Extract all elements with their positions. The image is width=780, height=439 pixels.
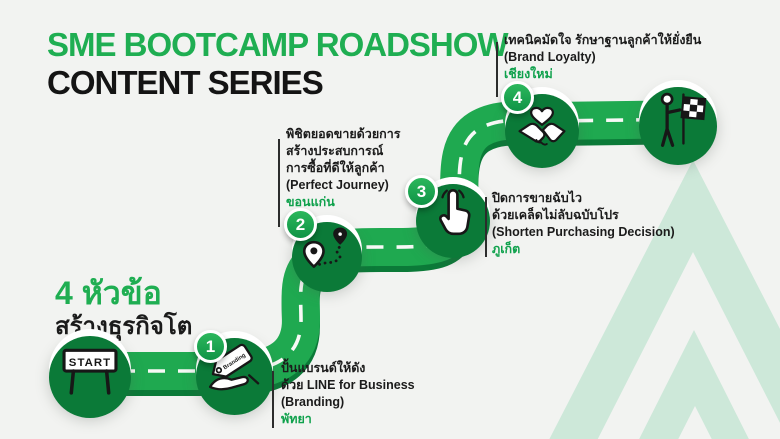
milestone-2-title-line2: สร้างประสบการณ์ <box>286 144 384 158</box>
milestone-2-subtitle: (Perfect Journey) <box>286 178 389 192</box>
milestone-3-subtitle: (Shorten Purchasing Decision) <box>492 225 675 239</box>
milestone-1-subtitle: (Branding) <box>281 395 345 409</box>
milestone-4-subtitle: (Brand Loyalty) <box>504 50 596 64</box>
tap-finger-icon <box>439 188 471 236</box>
milestone-3-title-line1: ปิดการขายฉับไว <box>492 191 582 205</box>
milestone-4-title-line1: เทคนิคมัดใจ รักษาฐานลูกค้าให้ยั่งยืน <box>504 33 702 47</box>
milestone-2-title-line3: การซื้อที่ดีให้ลูกค้า <box>286 161 385 175</box>
milestone-3-label: ปิดการขายฉับไว ด้วยเคล็ดไม่ลับฉบับโปร (S… <box>492 190 675 258</box>
start-sign-icon: START <box>62 348 118 395</box>
milestone-3-location: ภูเก็ต <box>492 242 521 256</box>
milestone-3-title-line2: ด้วยเคล็ดไม่ลับฉบับโปร <box>492 208 619 222</box>
milestone-start-circle: START <box>49 329 131 418</box>
start-sign-label: START <box>69 357 111 369</box>
milestone-1-label: ปั้นแบรนด์ให้ดัง ด้วย LINE for Business … <box>281 360 415 428</box>
milestone-1-location: พัทยา <box>281 412 312 426</box>
milestone-2-label: พิชิตยอดขายด้วยการ สร้างประสบการณ์ การซื… <box>286 126 400 211</box>
milestone-4-badge: 4 <box>501 81 534 114</box>
milestone-3-badge: 3 <box>405 175 438 208</box>
milestone-1-connector-line <box>272 371 274 428</box>
topic-count-headline: 4 หัวข้อ <box>55 275 162 311</box>
main-title-line1: SME BOOTCAMP ROADSHOW <box>47 26 509 63</box>
finish-flag-icon <box>660 92 707 147</box>
main-title-line2: CONTENT SERIES <box>47 64 324 101</box>
road-surface <box>58 100 703 390</box>
milestone-4-connector-line <box>496 42 498 97</box>
milestone-4-location: เชียงใหม่ <box>504 67 553 81</box>
milestone-2-location: ขอนแก่น <box>286 195 335 209</box>
milestone-1-title-line2: ด้วย LINE for Business <box>281 378 415 392</box>
milestone-1-title-line1: ปั้นแบรนด์ให้ดัง <box>281 361 366 375</box>
milestone-3-connector-line <box>485 197 487 257</box>
milestone-4-label: เทคนิคมัดใจ รักษาฐานลูกค้าให้ยั่งยืน (Br… <box>504 32 701 83</box>
milestone-finish-circle <box>639 80 717 165</box>
branding-tag-icon: Branding <box>208 343 259 390</box>
handshake-heart-icon <box>518 106 566 146</box>
milestone-2-badge: 2 <box>284 208 317 241</box>
journey-route-icon <box>302 227 348 269</box>
milestone-1-badge: 1 <box>194 330 227 363</box>
milestone-2-title-line1: พิชิตยอดขายด้วยการ <box>286 127 401 141</box>
milestone-2-connector-line <box>278 139 280 227</box>
